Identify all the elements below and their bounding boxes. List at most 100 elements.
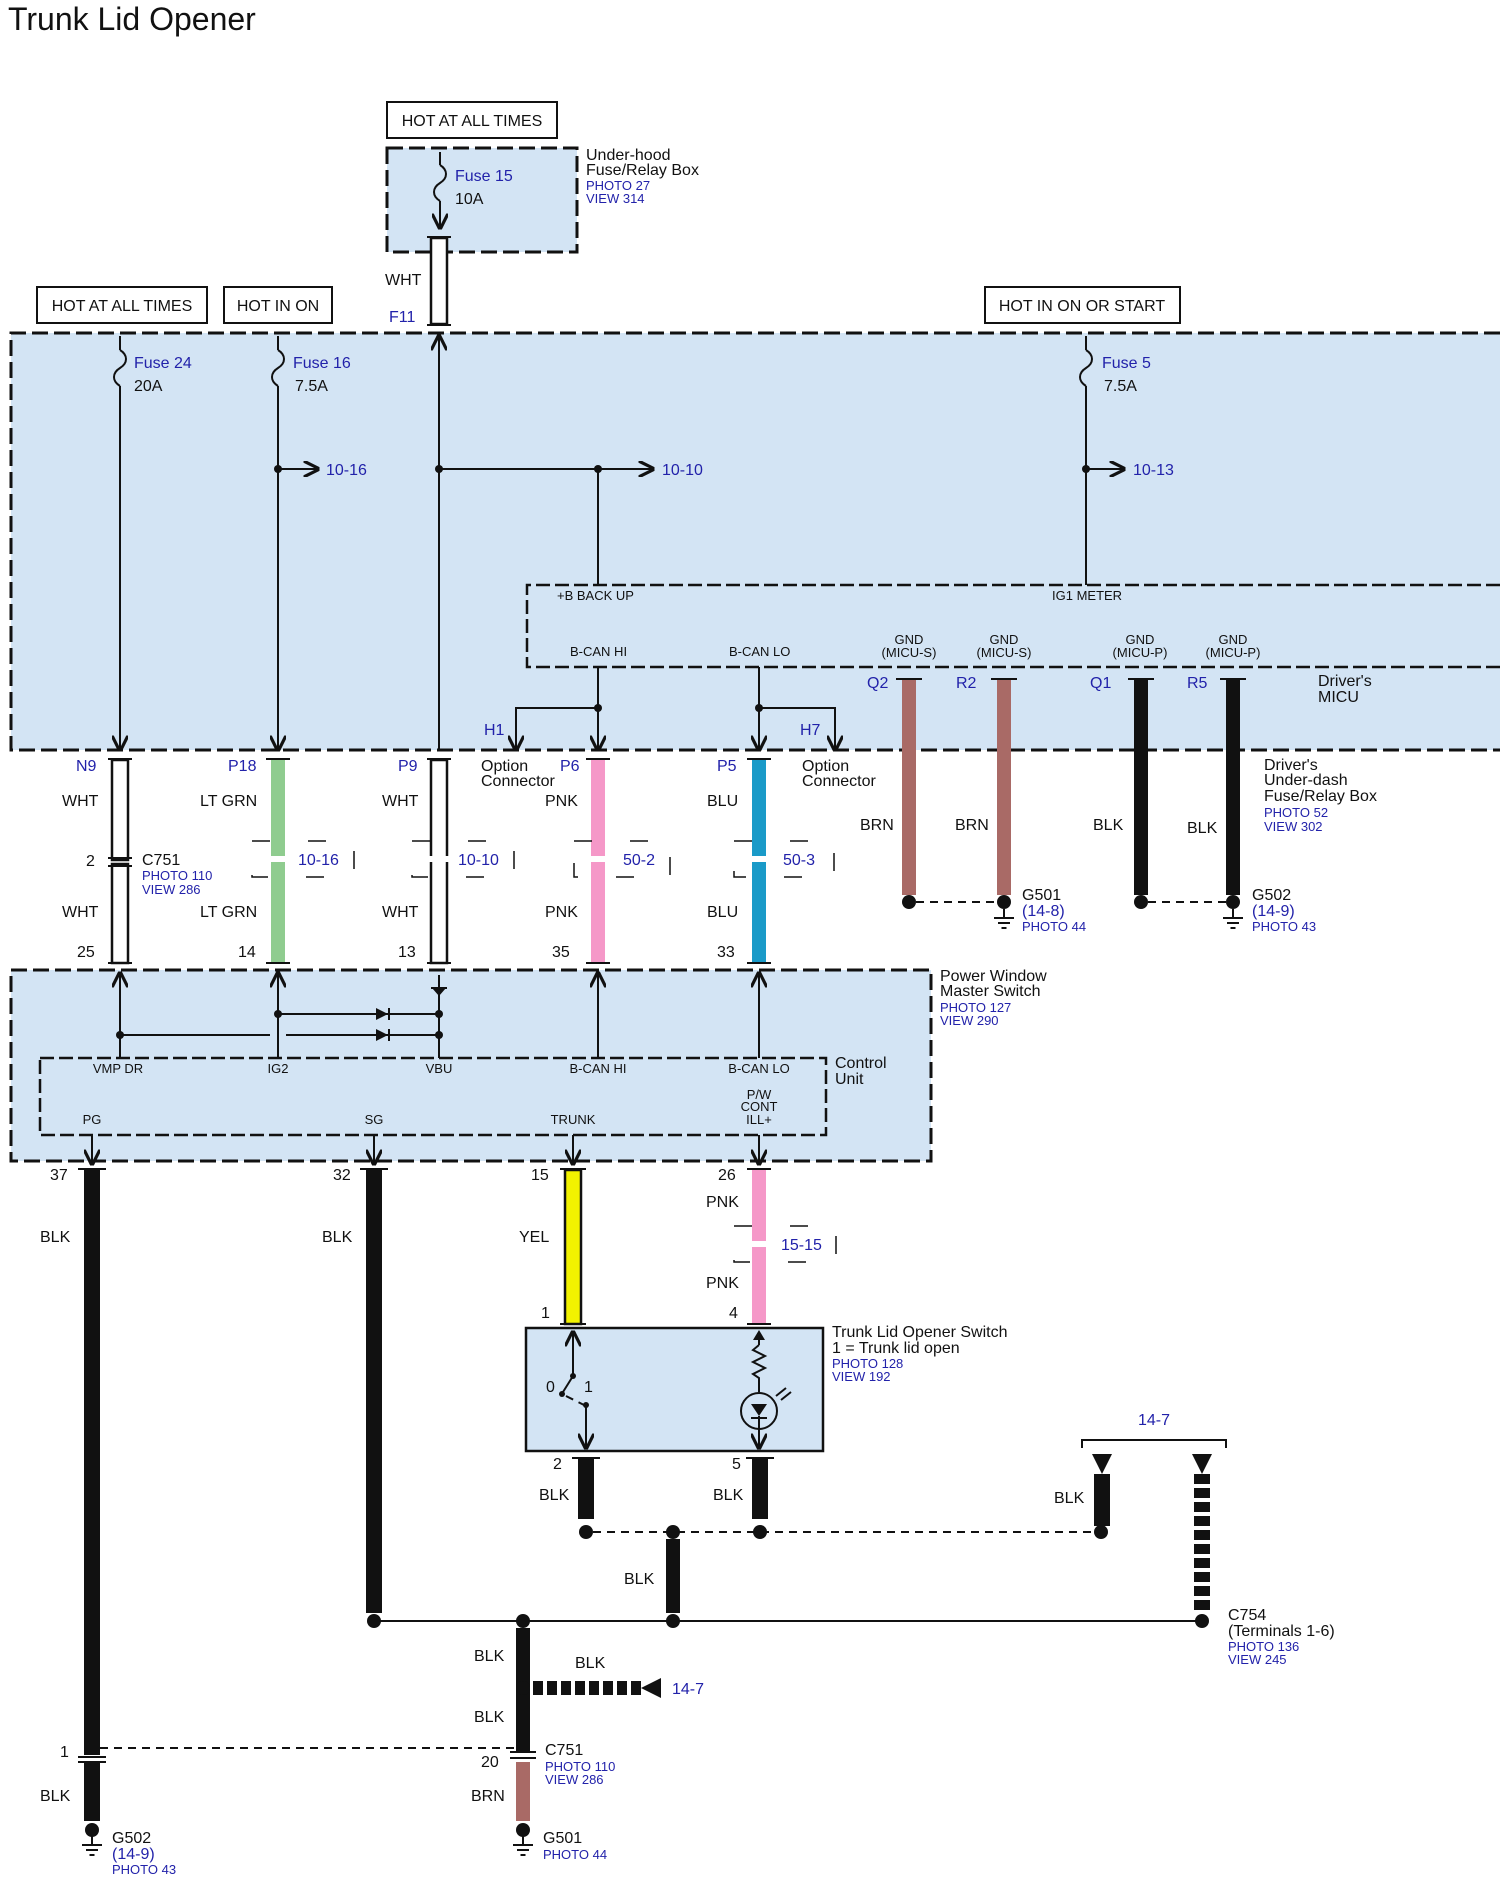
p6-color-upper: PNK (545, 793, 578, 810)
trunk-lid-opener-switch: 0 1 Trunk Lid Opener Switch 1 = Trunk li… (524, 1324, 1007, 1453)
hot-in-on-label: HOT IN ON (237, 298, 319, 315)
c751-pin-2: 2 (86, 853, 95, 870)
q1-blk-wire (1134, 680, 1148, 895)
c751-view: VIEW 286 (142, 882, 201, 897)
p9-color-lower: WHT (382, 904, 419, 921)
g501-bottom-name: G501 (543, 1830, 582, 1847)
gnd-q2-sub: (MICU-S) (882, 645, 937, 660)
splice-box-15-15 (733, 1225, 837, 1263)
micu-bcanhi: B-CAN HI (570, 644, 627, 659)
control-unit-box (38, 1056, 828, 1137)
hot-at-all-times-top-label: HOT AT ALL TIMES (402, 113, 543, 130)
g502-top-photo: PHOTO 43 (1252, 919, 1316, 934)
gnd-q1-sub: (MICU-P) (1113, 645, 1168, 660)
c751-bottom-pin-20: 20 (481, 1754, 499, 1771)
pws-pin-35: 35 (552, 944, 570, 961)
fuse-15-name: Fuse 15 (455, 168, 513, 185)
c751-feed-color-upper: BLK (474, 1648, 505, 1665)
pws-ig2: IG2 (268, 1061, 289, 1076)
g501-bottom-ground-icon (512, 1836, 534, 1856)
g501-top-name: G501 (1022, 887, 1061, 904)
c751-label: C751 (142, 852, 180, 869)
r5-blk-wire (1226, 680, 1240, 895)
switch-pin-4: 4 (729, 1305, 738, 1322)
dash-box-photo: PHOTO 52 (1264, 805, 1328, 820)
pin5-color: BLK (713, 1487, 744, 1504)
pws-trunk: TRUNK (551, 1112, 596, 1127)
pin-p18: P18 (228, 758, 257, 775)
r5-color: BLK (1187, 820, 1218, 837)
pin-26: 26 (718, 1167, 736, 1184)
g502-top-name: G502 (1252, 887, 1291, 904)
c751-bottom-view: VIEW 286 (545, 1772, 604, 1787)
pws-pin-14: 14 (238, 944, 256, 961)
hot-at-all-times-left-label: HOT AT ALL TIMES (52, 298, 193, 315)
option-connector-left-1: Option (481, 758, 528, 775)
fuse-24-rating: 20A (134, 378, 163, 395)
switch-pin-2: 2 (553, 1456, 562, 1473)
underhood-fuse-box: HOT AT ALL TIMES Fuse 15 10A Under-hood … (385, 101, 699, 254)
light-rays-icon (775, 1387, 792, 1401)
pin-37: 37 (50, 1167, 68, 1184)
pg-color-lower: BLK (40, 1788, 71, 1805)
fuse-16-rating: 7.5A (295, 378, 328, 395)
pin-p9: P9 (398, 758, 418, 775)
fuse-15-rating: 10A (455, 191, 484, 208)
pws-bcanlo: B-CAN LO (728, 1061, 789, 1076)
dash-box-name-1: Driver's (1264, 757, 1318, 774)
option-connector-right-2: Connector (802, 773, 876, 790)
ref-14-7-top: 14-7 (1138, 1412, 1170, 1429)
splice-ref-50-2: 50-2 (623, 852, 655, 869)
ref-14-7-color: BLK (1054, 1490, 1085, 1507)
gnd-r5-label: GND (1219, 632, 1248, 647)
fuse-24-symbol (113, 349, 127, 387)
pws-pg: PG (83, 1112, 102, 1127)
splice-ref-15-15: 15-15 (781, 1237, 822, 1254)
sg-color: BLK (322, 1229, 353, 1246)
pws-area-box (9, 968, 933, 1163)
switch-pos-1: 1 (584, 1379, 593, 1396)
option-connector-left-2: Connector (481, 773, 555, 790)
micu-name-2: MICU (1318, 689, 1359, 706)
gnd-r5-sub: (MICU-P) (1206, 645, 1261, 660)
g501-top-ground-icon (993, 909, 1015, 929)
pws-pin-13: 13 (398, 944, 416, 961)
c751-feed-color-lower: BLK (474, 1709, 505, 1726)
q1-color: BLK (1093, 817, 1124, 834)
p18-color-lower: LT GRN (200, 904, 257, 921)
pin-q1: Q1 (1090, 675, 1111, 692)
dash-box-name-3: Fuse/Relay Box (1264, 788, 1377, 805)
p6-color-lower: PNK (545, 904, 578, 921)
trunk-switch-photo: PHOTO 128 (832, 1356, 903, 1371)
g502-bottom-name: G502 (112, 1830, 151, 1847)
pws-name-2: Master Switch (940, 983, 1040, 1000)
underhood-box-area (385, 146, 579, 254)
pw-color-upper: PNK (706, 1194, 739, 1211)
g502-bottom-photo: PHOTO 43 (112, 1862, 176, 1877)
gnd-r2-label: GND (990, 632, 1019, 647)
power-window-master-switch: Power Window Master Switch PHOTO 127 VIE… (9, 968, 1047, 1164)
c751-photo: PHOTO 110 (142, 868, 212, 883)
g501-top-ref: (14-8) (1022, 903, 1065, 920)
pin2-color: BLK (539, 1487, 570, 1504)
micu-h1: H1 (484, 722, 505, 739)
pin-15: 15 (531, 1167, 549, 1184)
splice-box-50-3 (733, 840, 835, 878)
control-unit-name-1: Control (835, 1055, 887, 1072)
p5-color-upper: BLU (707, 793, 738, 810)
ref-14-7-blk-wire (1094, 1474, 1110, 1526)
p9-color-upper: WHT (382, 793, 419, 810)
g502-bottom-ref: (14-9) (112, 1846, 155, 1863)
middle-wires: N9 P18 P9 P6 P5 2 C751 PHOTO 110 VIEW 28… (62, 678, 1377, 965)
fuse-5-symbol (1079, 349, 1093, 387)
pws-pw-2: CONT (741, 1099, 778, 1114)
pws-sg: SG (365, 1112, 384, 1127)
g502-bottom-ground-icon (81, 1836, 103, 1856)
pws-name-1: Power Window (940, 968, 1047, 985)
switch-pos-0: 0 (546, 1379, 555, 1396)
n9-wht-wire-lower (110, 862, 130, 965)
micu-h7: H7 (800, 722, 821, 739)
pin-p6: P6 (560, 758, 580, 775)
splice-ref-10-16: 10-16 (298, 852, 339, 869)
